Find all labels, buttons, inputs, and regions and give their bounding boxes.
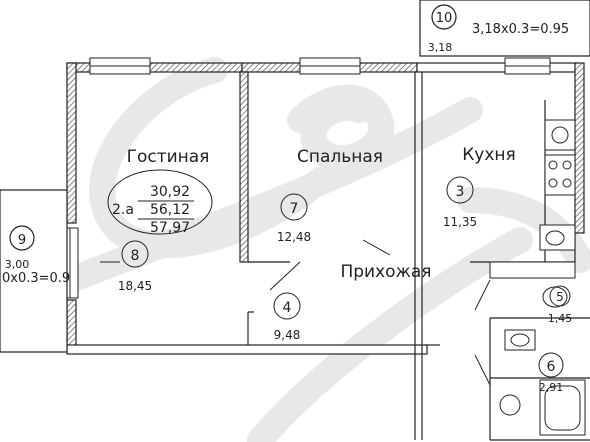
bottom-wall (66, 344, 428, 355)
watermark-logo (7, 57, 590, 442)
room-number-bath: 6 (547, 359, 556, 375)
balcony-left-formula: 0x0.3=0.9 (2, 271, 70, 286)
room-number-circles (107, 169, 571, 378)
apartment-type: 2.а (112, 202, 134, 218)
top-wall-right (416, 62, 578, 73)
left-wall-upper (66, 62, 77, 224)
washbasin-icon (510, 333, 530, 347)
bathroom-fixtures (499, 286, 586, 436)
room-area-bath: 2,91 (539, 381, 564, 394)
room-number-toilet: 5 (556, 290, 564, 304)
living-area-value: 30,92 (150, 184, 190, 200)
left-wall-lower (66, 299, 77, 351)
room-number-kitchen: 3 (456, 184, 465, 200)
washing-machine-icon (499, 394, 521, 416)
door-swings (100, 239, 491, 386)
balcony-top-number: 10 (436, 11, 453, 26)
total-with-balconies-value: 57,97 (150, 220, 190, 236)
kitchen-fixtures (489, 119, 576, 279)
balcony-top-area: 3,18 (428, 41, 453, 54)
balcony-top-formula: 3,18x0.3=0.95 (472, 22, 569, 37)
room-area-hall: 9,48 (274, 328, 301, 342)
room-area-living: 18,45 (118, 279, 152, 293)
room-name-hall: Прихожая (340, 262, 431, 282)
room-area-toilet: 1,45 (548, 312, 573, 325)
room-number-living: 8 (131, 248, 140, 264)
stove-icon (544, 154, 576, 196)
balcony-left-area: 3,00 (5, 258, 30, 271)
room-name-living: Гостиная (127, 147, 210, 167)
right-wall (574, 62, 585, 234)
balcony-left-number: 9 (18, 233, 26, 248)
total-area-value: 56,12 (150, 202, 190, 218)
balcony-left (0, 189, 68, 353)
room-number-hall: 4 (283, 300, 292, 316)
room-area-kitchen: 11,35 (443, 215, 477, 229)
room-area-bedroom: 12,48 (277, 230, 311, 244)
apartment-area-oval (107, 169, 213, 235)
room-name-kitchen: Кухня (462, 145, 516, 165)
room-number-circle (9, 225, 35, 251)
room-number-circle (431, 4, 457, 30)
room-number-bedroom: 7 (290, 201, 299, 217)
room-name-bedroom: Спальная (297, 147, 383, 167)
balcony-top (419, 0, 590, 57)
